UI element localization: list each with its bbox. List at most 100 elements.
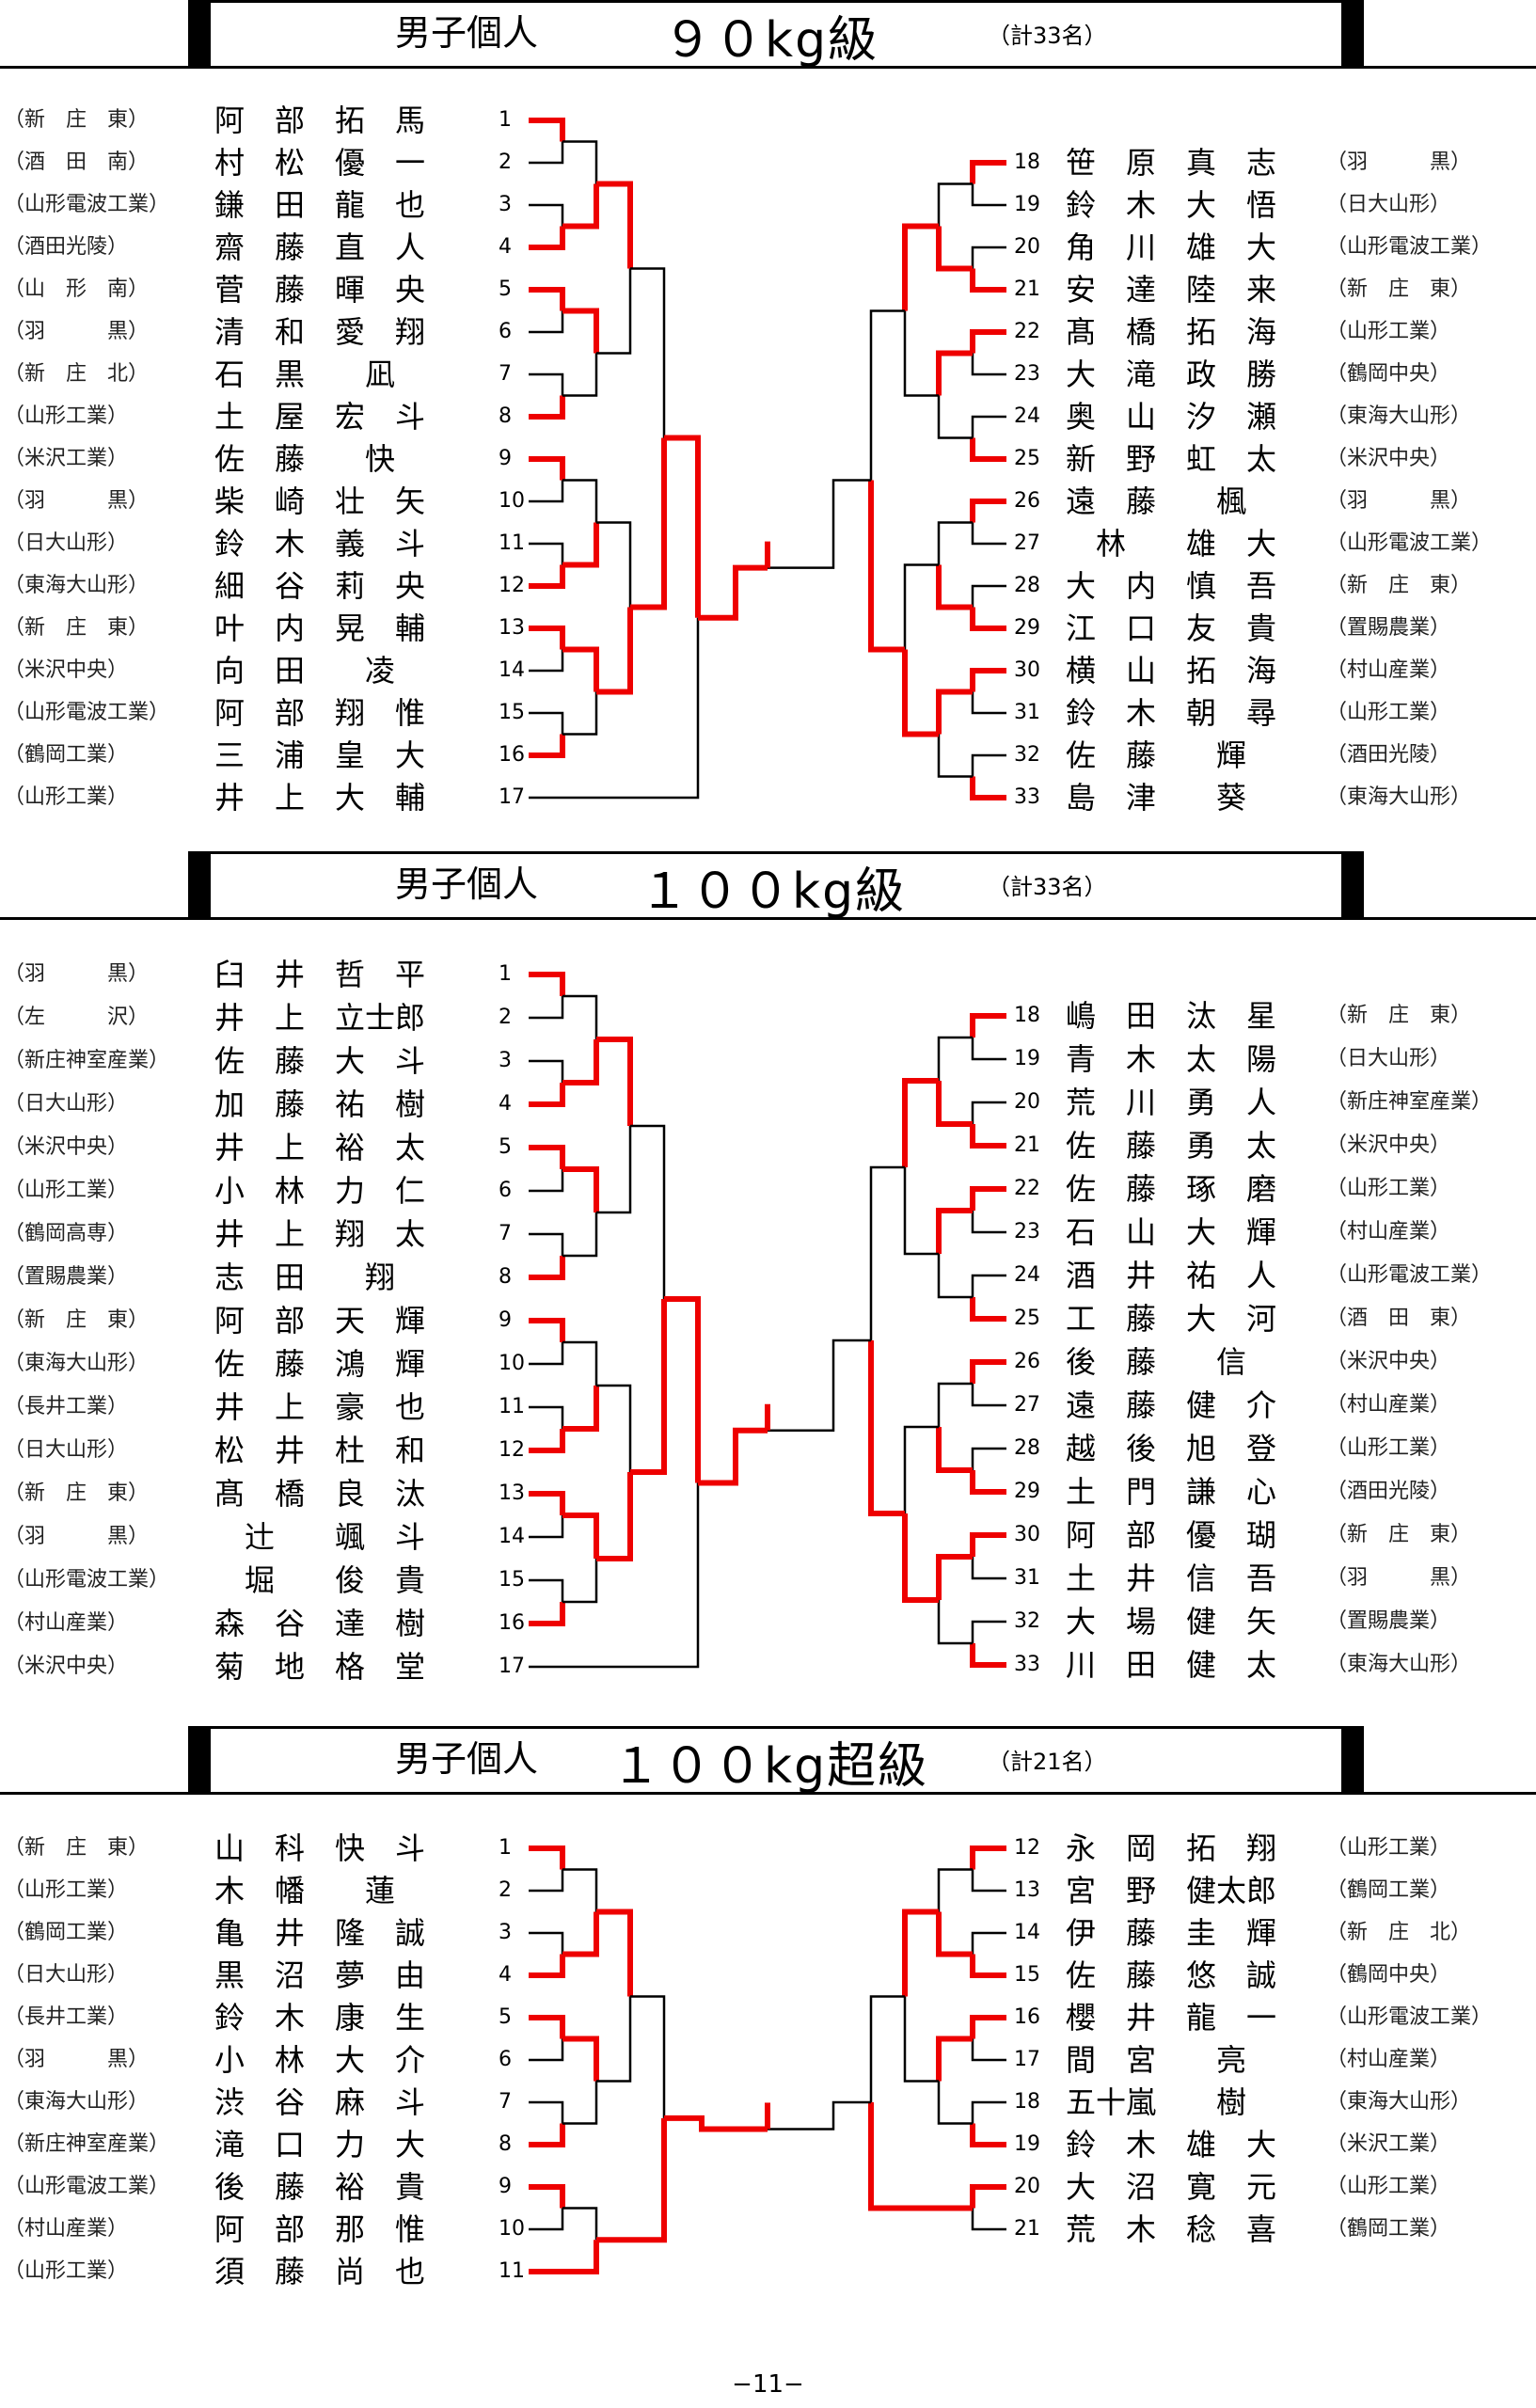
bracket-line <box>768 479 871 569</box>
winner-path <box>902 223 939 311</box>
section-header: 男子個人 １００kg超級 （計21名） <box>188 1726 1364 1795</box>
entrant-name: 大 滝 政 勝 <box>1066 356 1277 392</box>
bracket-line <box>971 1274 1006 1297</box>
entrant-name: 阿 部 翔 惟 <box>214 695 426 731</box>
entrant-number: 5 <box>499 2005 512 2029</box>
bracket-line <box>529 1578 564 1602</box>
entrant-name: 後 藤 信 <box>1066 1344 1247 1380</box>
entrant-number: 13 <box>499 616 525 640</box>
entrant-school: （村山産業） <box>4 2217 129 2241</box>
entrant-name: 石 黒 凪 <box>214 356 396 392</box>
entrant-school: （東海大山形） <box>4 574 150 597</box>
entrant-school: （新 庄 東） <box>4 1481 150 1505</box>
entrant-number: 3 <box>499 1049 512 1072</box>
winner-path <box>970 2015 1006 2039</box>
entrant-name: 横 山 拓 海 <box>1066 653 1277 689</box>
winner-path <box>936 1081 973 1127</box>
winner-path <box>596 181 633 269</box>
entrant-school: （山形電波工業） <box>1326 531 1493 555</box>
entrant-school: （新 庄 東） <box>4 108 150 132</box>
entrant-number: 17 <box>499 1655 525 1678</box>
bracket-line <box>630 1995 666 2118</box>
entrant-name: 大 沼 寛 元 <box>1066 2169 1277 2205</box>
entrant-name: 櫻 井 龍 一 <box>1066 2000 1277 2036</box>
entrant-name: 土 井 信 吾 <box>1066 1560 1277 1596</box>
entrant-school: （酒田光陵） <box>1326 1480 1451 1503</box>
entrant-name: 伊 藤 圭 輝 <box>1066 1915 1277 1951</box>
entrant-school: （新 庄 東） <box>1326 1004 1472 1027</box>
winner-path <box>630 1299 667 1475</box>
entrant-row: 27 林 雄 大（山形電波工業） <box>0 523 1536 564</box>
bracket-line <box>529 1232 564 1256</box>
winner-path <box>868 480 905 653</box>
winner-path <box>596 1472 633 1561</box>
bracket-line <box>971 1620 1006 1643</box>
entrant-school: （新 庄 東） <box>1326 277 1472 301</box>
entrant-number: 21 <box>1014 2217 1040 2241</box>
winner-path <box>562 308 599 354</box>
entrant-name: 佐 藤 快 <box>214 441 396 477</box>
entrant-school: （米沢中央） <box>1326 447 1451 470</box>
entrant-number: 7 <box>499 2090 512 2114</box>
bracket-line <box>971 1557 1006 1580</box>
entrant-name: 細 谷 莉 央 <box>214 568 426 604</box>
winner-path <box>529 395 565 420</box>
entrant-number: 1 <box>499 108 512 132</box>
entrant-name: 辻 颯 斗 <box>214 1519 426 1555</box>
winner-path <box>664 435 701 618</box>
entrant-name: 越 後 旭 登 <box>1066 1431 1277 1466</box>
entrant-name: 笹 原 真 志 <box>1066 145 1277 181</box>
entrant-number: 26 <box>1014 1350 1040 1373</box>
winner-path <box>970 668 1006 692</box>
entrant-number: 8 <box>499 404 512 428</box>
entrant-name: 臼 井 哲 平 <box>214 957 426 992</box>
bracket-line <box>903 1425 939 1513</box>
bracket-line <box>937 182 973 227</box>
entrant-school: （東海大山形） <box>1326 2090 1472 2114</box>
weight-class: １００kg超級 <box>611 1738 929 1795</box>
bracket-line <box>971 1869 1006 1893</box>
bracket-line <box>529 1405 564 1429</box>
entrant-number: 11 <box>499 1395 525 1418</box>
header-top-rule <box>211 851 1341 854</box>
entrant-number: 27 <box>1014 1393 1040 1417</box>
entrant-school: （日大山形） <box>4 1963 129 1987</box>
winner-path <box>698 564 768 621</box>
entrant-number: 14 <box>499 658 525 682</box>
entrant-number: 23 <box>1014 1220 1040 1244</box>
entrant-name: 木 幡 蓮 <box>214 1873 396 1909</box>
winner-path <box>529 2240 599 2274</box>
section-header: 男子個人 １００kg級 （計33名） <box>188 851 1364 920</box>
entrant-number: 15 <box>499 701 525 724</box>
winner-path <box>562 1039 599 1085</box>
entrant-school: （新 庄 北） <box>4 362 150 386</box>
entrant-school: （山形電波工業） <box>4 193 170 216</box>
weight-class: １００kg級 <box>640 863 907 920</box>
entrant-name: 鈴 木 雄 大 <box>1066 2127 1277 2162</box>
bracket-line <box>562 140 598 184</box>
entrant-name: 工 藤 大 河 <box>1066 1301 1277 1337</box>
entrant-school: （東海大山形） <box>4 2090 150 2114</box>
entrant-school: （日大山形） <box>1326 1047 1451 1070</box>
winner-path <box>529 2184 565 2209</box>
entrant-name: 佐 藤 鴻 輝 <box>214 1346 426 1382</box>
entrant-name: 鎌 田 龍 也 <box>214 187 426 223</box>
entrant-number: 20 <box>1014 1090 1040 1114</box>
bracket-line <box>971 522 1006 546</box>
entrant-number: 10 <box>499 489 525 513</box>
entrant-number: 4 <box>499 1092 512 1116</box>
entrant-number: 28 <box>1014 574 1040 597</box>
bracket-line <box>768 1339 871 1432</box>
